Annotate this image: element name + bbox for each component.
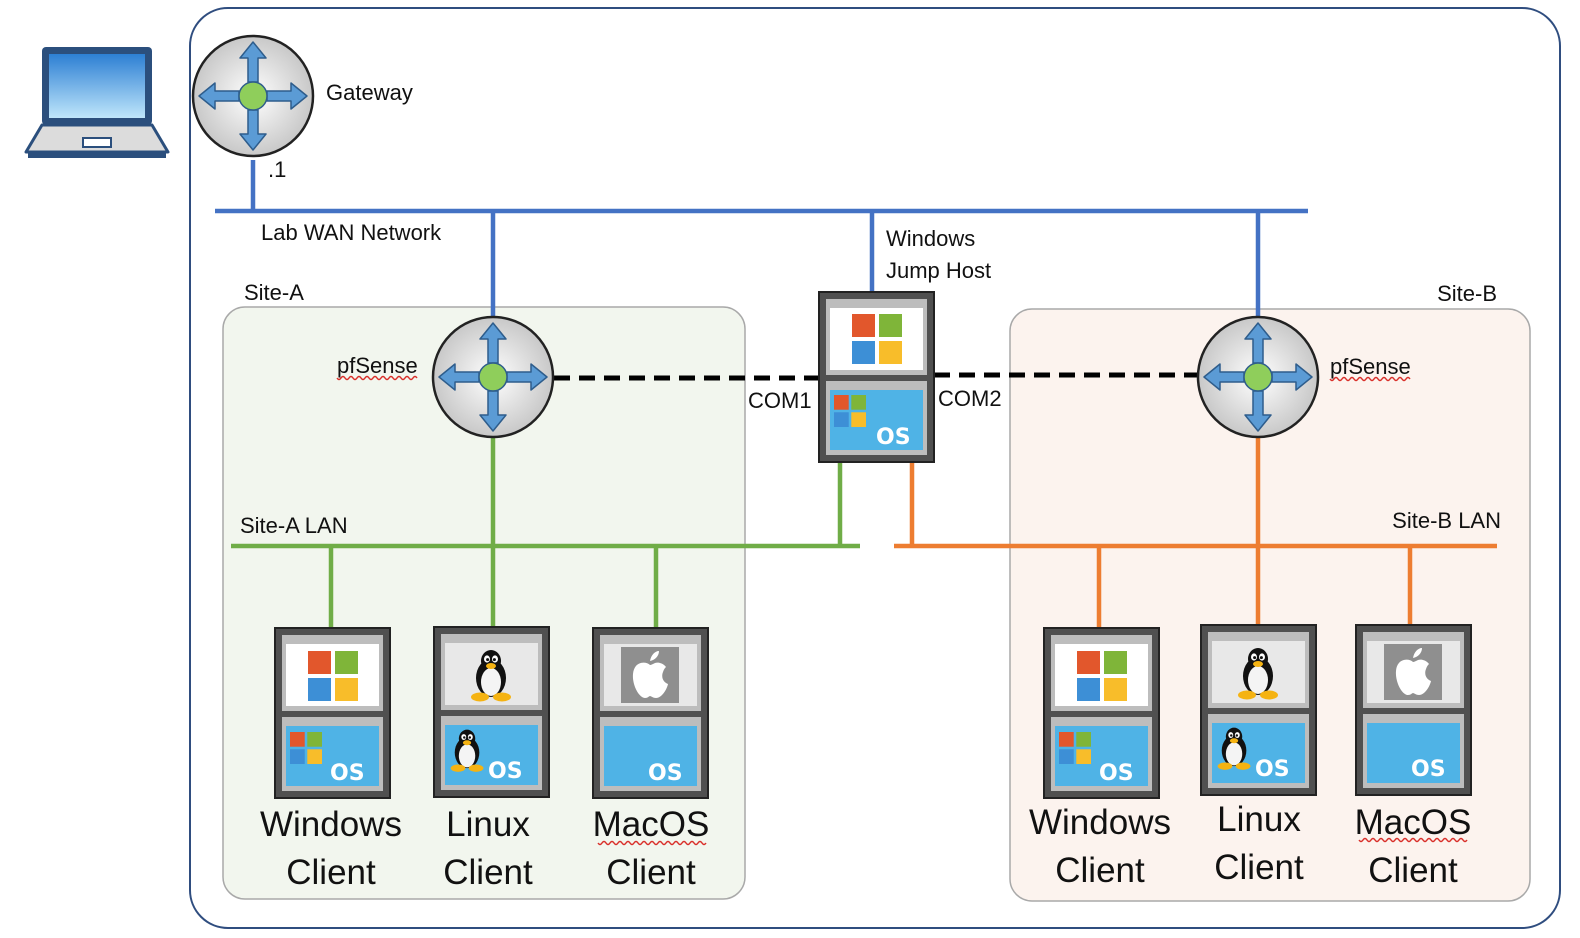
jump-host-label-line2: Jump Host: [886, 258, 991, 283]
pfsense-a-label: pfSense: [337, 353, 418, 378]
site-b-linux-client-label-line2: Client: [1214, 848, 1304, 887]
os-badge: OS: [1099, 761, 1134, 786]
site-b-macos-client-label-line1: MacOS: [1355, 803, 1472, 842]
pfsense-b-label: pfSense: [1330, 354, 1411, 379]
site-b-lan-lines: [894, 438, 1497, 628]
spellcheck-underlines: [336, 375, 1468, 846]
site-b-lan-label: Site-B LAN: [1392, 508, 1501, 533]
apple-logo-icon: [1384, 644, 1442, 700]
laptop-icon: [24, 47, 170, 158]
site-b-windows-client-device: OS: [1043, 627, 1160, 799]
site-a-windows-client-device: OS: [274, 627, 391, 799]
os-badge: OS: [876, 425, 911, 450]
site-a-linux-client-label-line2: Client: [443, 853, 533, 892]
os-badge: OS: [330, 761, 365, 786]
site-a-windows-client-label-line1: Windows: [260, 805, 402, 844]
os-badge: OS: [1411, 757, 1446, 782]
site-a-macos-client-label-line1: MacOS: [593, 805, 710, 844]
site-a-windows-client-label-line2: Client: [286, 853, 376, 892]
site-b-label: Site-B: [1437, 281, 1497, 306]
site-b-windows-client-label-line2: Client: [1055, 851, 1145, 890]
site-b-linux-client-device: OS: [1200, 624, 1317, 796]
site-b-macos-client-label-line2: Client: [1368, 851, 1458, 890]
jump-host-label-line1: Windows: [886, 226, 975, 251]
wan-network-lines: [215, 160, 1308, 318]
site-b-linux-client-label-line1: Linux: [1217, 800, 1301, 839]
wan-network-label: Lab WAN Network: [261, 220, 442, 245]
pfsense-a-router-icon: [431, 315, 555, 439]
serial-console-links: [554, 372, 1200, 381]
com1-label: COM1: [748, 388, 812, 413]
os-badge: OS: [488, 759, 523, 784]
site-a-lan-label: Site-A LAN: [240, 513, 348, 538]
com2-label: COM2: [938, 386, 1002, 411]
site-a-linux-client-device: OS: [433, 626, 550, 798]
pfsense-b-router-icon: [1196, 315, 1320, 439]
gateway-label: Gateway: [326, 80, 413, 105]
site-a-label: Site-A: [244, 280, 304, 305]
os-badge: OS: [1255, 757, 1290, 782]
site-a-linux-client-label-line1: Linux: [446, 805, 530, 844]
jump-host-device: OS: [818, 291, 935, 463]
os-badge: OS: [648, 761, 683, 786]
lab-boundary: [189, 7, 1561, 929]
gateway-ip-label: .1: [268, 157, 286, 182]
site-b-macos-client-device: OS: [1355, 624, 1472, 796]
site-a-macos-client-device: OS: [592, 627, 709, 799]
site-a-macos-client-label-line2: Client: [606, 853, 696, 892]
apple-logo-icon: [621, 647, 679, 703]
gateway-router-icon: [191, 34, 315, 158]
site-a-lan-lines: [231, 438, 860, 628]
site-b-windows-client-label-line1: Windows: [1029, 803, 1171, 842]
